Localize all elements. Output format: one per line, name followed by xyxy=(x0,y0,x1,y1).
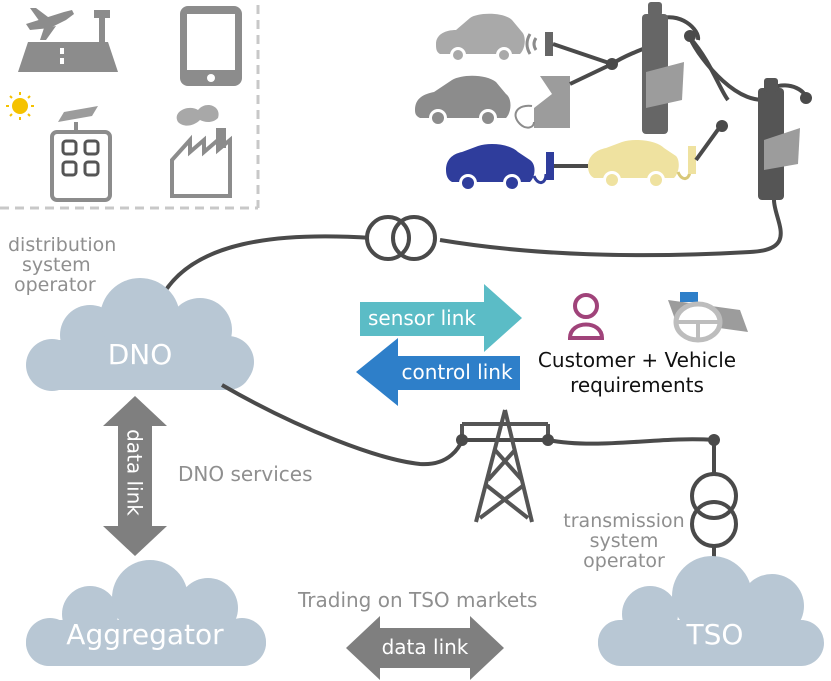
distribution-operator-line-2: system xyxy=(22,253,91,276)
distribution-operator-line-3: operator xyxy=(14,273,96,296)
utility-pole-icon xyxy=(716,78,812,200)
person-icon xyxy=(567,293,605,340)
data-link-horizontal-label: data link xyxy=(381,635,469,659)
distribution-operator-line-1: distribution xyxy=(8,234,117,256)
tablet-icon xyxy=(180,6,242,86)
transmission-operator-line-2: system xyxy=(589,529,659,552)
dno-services-label: DNO services xyxy=(178,462,313,486)
transmission-operator-line-3: operator xyxy=(583,549,665,572)
control-link-label: control link xyxy=(401,360,513,384)
car-icon xyxy=(415,75,511,127)
steering-wheel-icon xyxy=(668,292,748,343)
dno-cloud xyxy=(26,278,254,391)
dashed-border xyxy=(0,5,260,210)
transmission-tower-icon xyxy=(460,409,550,523)
charging-station-icon xyxy=(514,62,613,129)
distribution-operator-label: distribution system operator xyxy=(8,234,117,296)
transmission-operator-label: transmission system operator xyxy=(562,510,686,572)
factory-icon xyxy=(170,104,232,198)
customer-vehicle-line-2: requirements xyxy=(570,373,704,397)
sensor-link-arrow xyxy=(360,284,522,352)
data-link-vertical-label: data link xyxy=(122,429,147,516)
trading-label: Trading on TSO markets xyxy=(298,588,538,612)
ev-car-blue-icon xyxy=(446,144,588,192)
power-line-transmission xyxy=(221,383,715,467)
transformer-icon xyxy=(690,440,738,584)
customer-vehicle-line-1: Customer + Vehicle xyxy=(537,348,737,372)
solar-building-icon xyxy=(6,92,112,202)
data-link-vertical-arrow xyxy=(103,396,167,556)
utility-pole-icon xyxy=(606,2,696,134)
airport-icon xyxy=(18,8,118,72)
transmission-operator-line-1: transmission xyxy=(563,510,685,532)
transformer-icon xyxy=(365,215,437,261)
customer-vehicle-label: Customer + Vehicle requirements xyxy=(528,350,746,396)
tso-cloud xyxy=(598,556,824,666)
aggregator-cloud xyxy=(26,560,266,666)
data-link-horizontal-arrow xyxy=(346,616,504,680)
control-link-arrow xyxy=(356,338,520,406)
sensor-link-label: sensor link xyxy=(367,306,476,330)
dno-label: DNO xyxy=(107,338,173,371)
wireless-charger-icon xyxy=(525,32,613,66)
power-line-dno xyxy=(158,234,373,301)
tso-label: TSO xyxy=(686,618,744,651)
insulator-dots xyxy=(456,434,720,446)
car-icon xyxy=(436,13,525,63)
aggregator-label: Aggregator xyxy=(66,618,224,651)
ev-car-yellow-icon xyxy=(588,140,696,189)
